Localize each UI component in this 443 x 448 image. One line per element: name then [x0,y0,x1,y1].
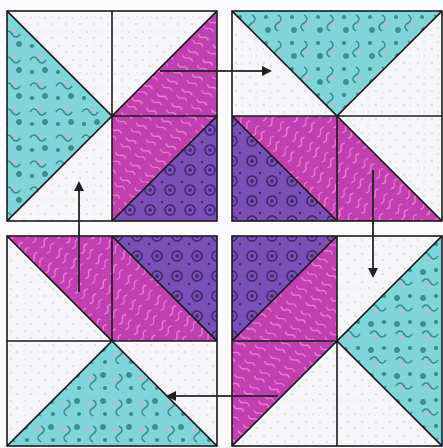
block-bottom-left [7,236,217,446]
block-top-left [7,11,217,221]
block-top-right [232,11,442,221]
block-bottom-right [232,236,442,446]
